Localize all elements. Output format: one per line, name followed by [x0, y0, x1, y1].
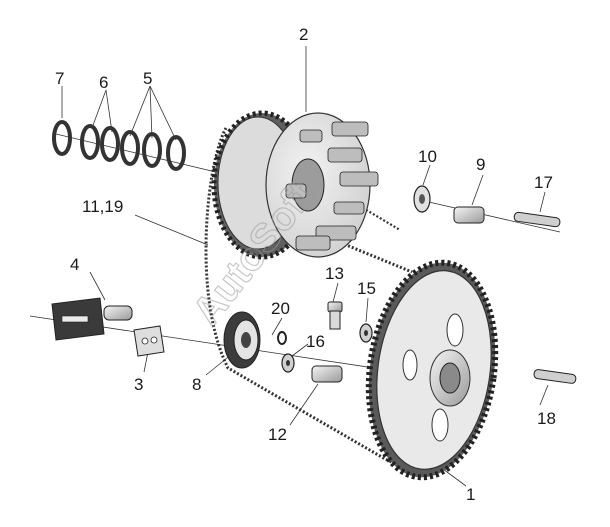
callout-8: 8 [192, 375, 201, 394]
callout-3: 3 [134, 375, 143, 394]
shim-3 [133, 325, 165, 357]
ring-6a [80, 124, 100, 160]
small-ring-20 [277, 331, 287, 345]
ring-5a [120, 130, 140, 166]
callout-4: 4 [70, 255, 79, 274]
callout-labels: 1 2 3 4 5 6 7 8 9 10 11,19 12 13 15 16 1… [55, 25, 556, 504]
pin-18 [533, 369, 577, 384]
callout-18: 18 [537, 409, 556, 428]
bolt-13 [327, 301, 343, 330]
bolt-12 [311, 365, 343, 383]
callout-12: 12 [268, 425, 287, 444]
pin-9 [453, 206, 485, 224]
callout-13: 13 [325, 264, 344, 283]
ring-5b [142, 132, 162, 168]
callout-7: 7 [55, 69, 64, 88]
ring-set [52, 120, 186, 171]
hub-assembly [211, 110, 379, 260]
ring-7 [52, 120, 72, 156]
callout-16: 16 [306, 332, 325, 351]
bracket-4 [51, 297, 133, 341]
callout-11-19: 11,19 [82, 197, 123, 216]
callout-1: 1 [466, 485, 475, 504]
small-sprocket-8 [223, 311, 261, 369]
callout-20: 20 [271, 299, 290, 318]
callout-17: 17 [534, 173, 553, 192]
callout-6: 6 [99, 73, 108, 92]
small-washer-15 [359, 323, 373, 343]
washer-10 [413, 185, 431, 213]
callout-10: 10 [418, 147, 437, 166]
ring-5c [166, 135, 186, 171]
hub-bolts [285, 121, 379, 251]
callout-5: 5 [143, 69, 152, 88]
pin-17 [513, 211, 561, 228]
callout-9: 9 [476, 155, 485, 174]
callout-2: 2 [299, 25, 308, 44]
small-washer-16 [281, 353, 295, 373]
ring-6b [100, 126, 120, 162]
large-sprocket [365, 259, 499, 481]
callout-15: 15 [357, 279, 376, 298]
